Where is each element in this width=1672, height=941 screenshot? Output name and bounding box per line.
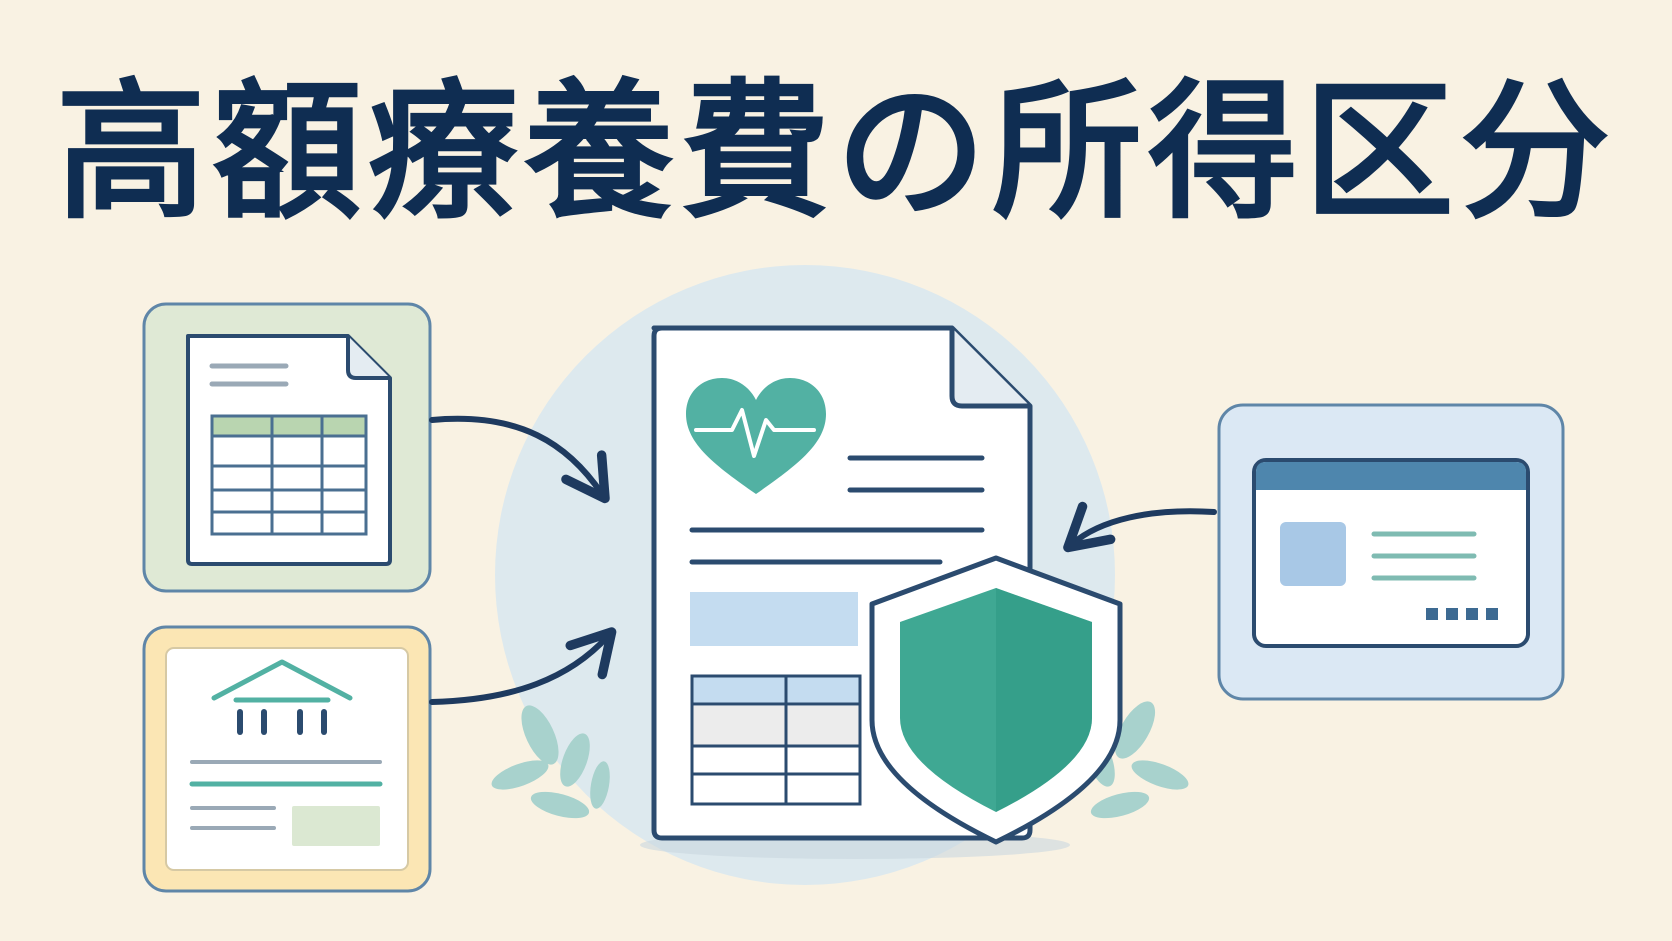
id-card-icon: [1252, 458, 1530, 648]
municipal-certificate-card: [142, 625, 432, 893]
table-grid: [690, 674, 862, 806]
leaf-decoration-left: [491, 705, 610, 819]
arrow-from-tax-document: [429, 415, 610, 504]
tax-document-card: [142, 302, 432, 593]
arrow-from-id-card: [1063, 501, 1217, 553]
highlight-bar: [690, 592, 858, 646]
spreadsheet-document-icon: [186, 334, 392, 566]
city-hall-document-icon: [189, 659, 383, 846]
shield-icon: [869, 555, 1123, 845]
page-title: 高額療養費の所得区分: [55, 66, 1616, 240]
heartbeat-heart-icon: [686, 378, 826, 494]
arrow-from-municipal-certificate: [429, 627, 617, 705]
id-card-panel: [1217, 403, 1565, 701]
